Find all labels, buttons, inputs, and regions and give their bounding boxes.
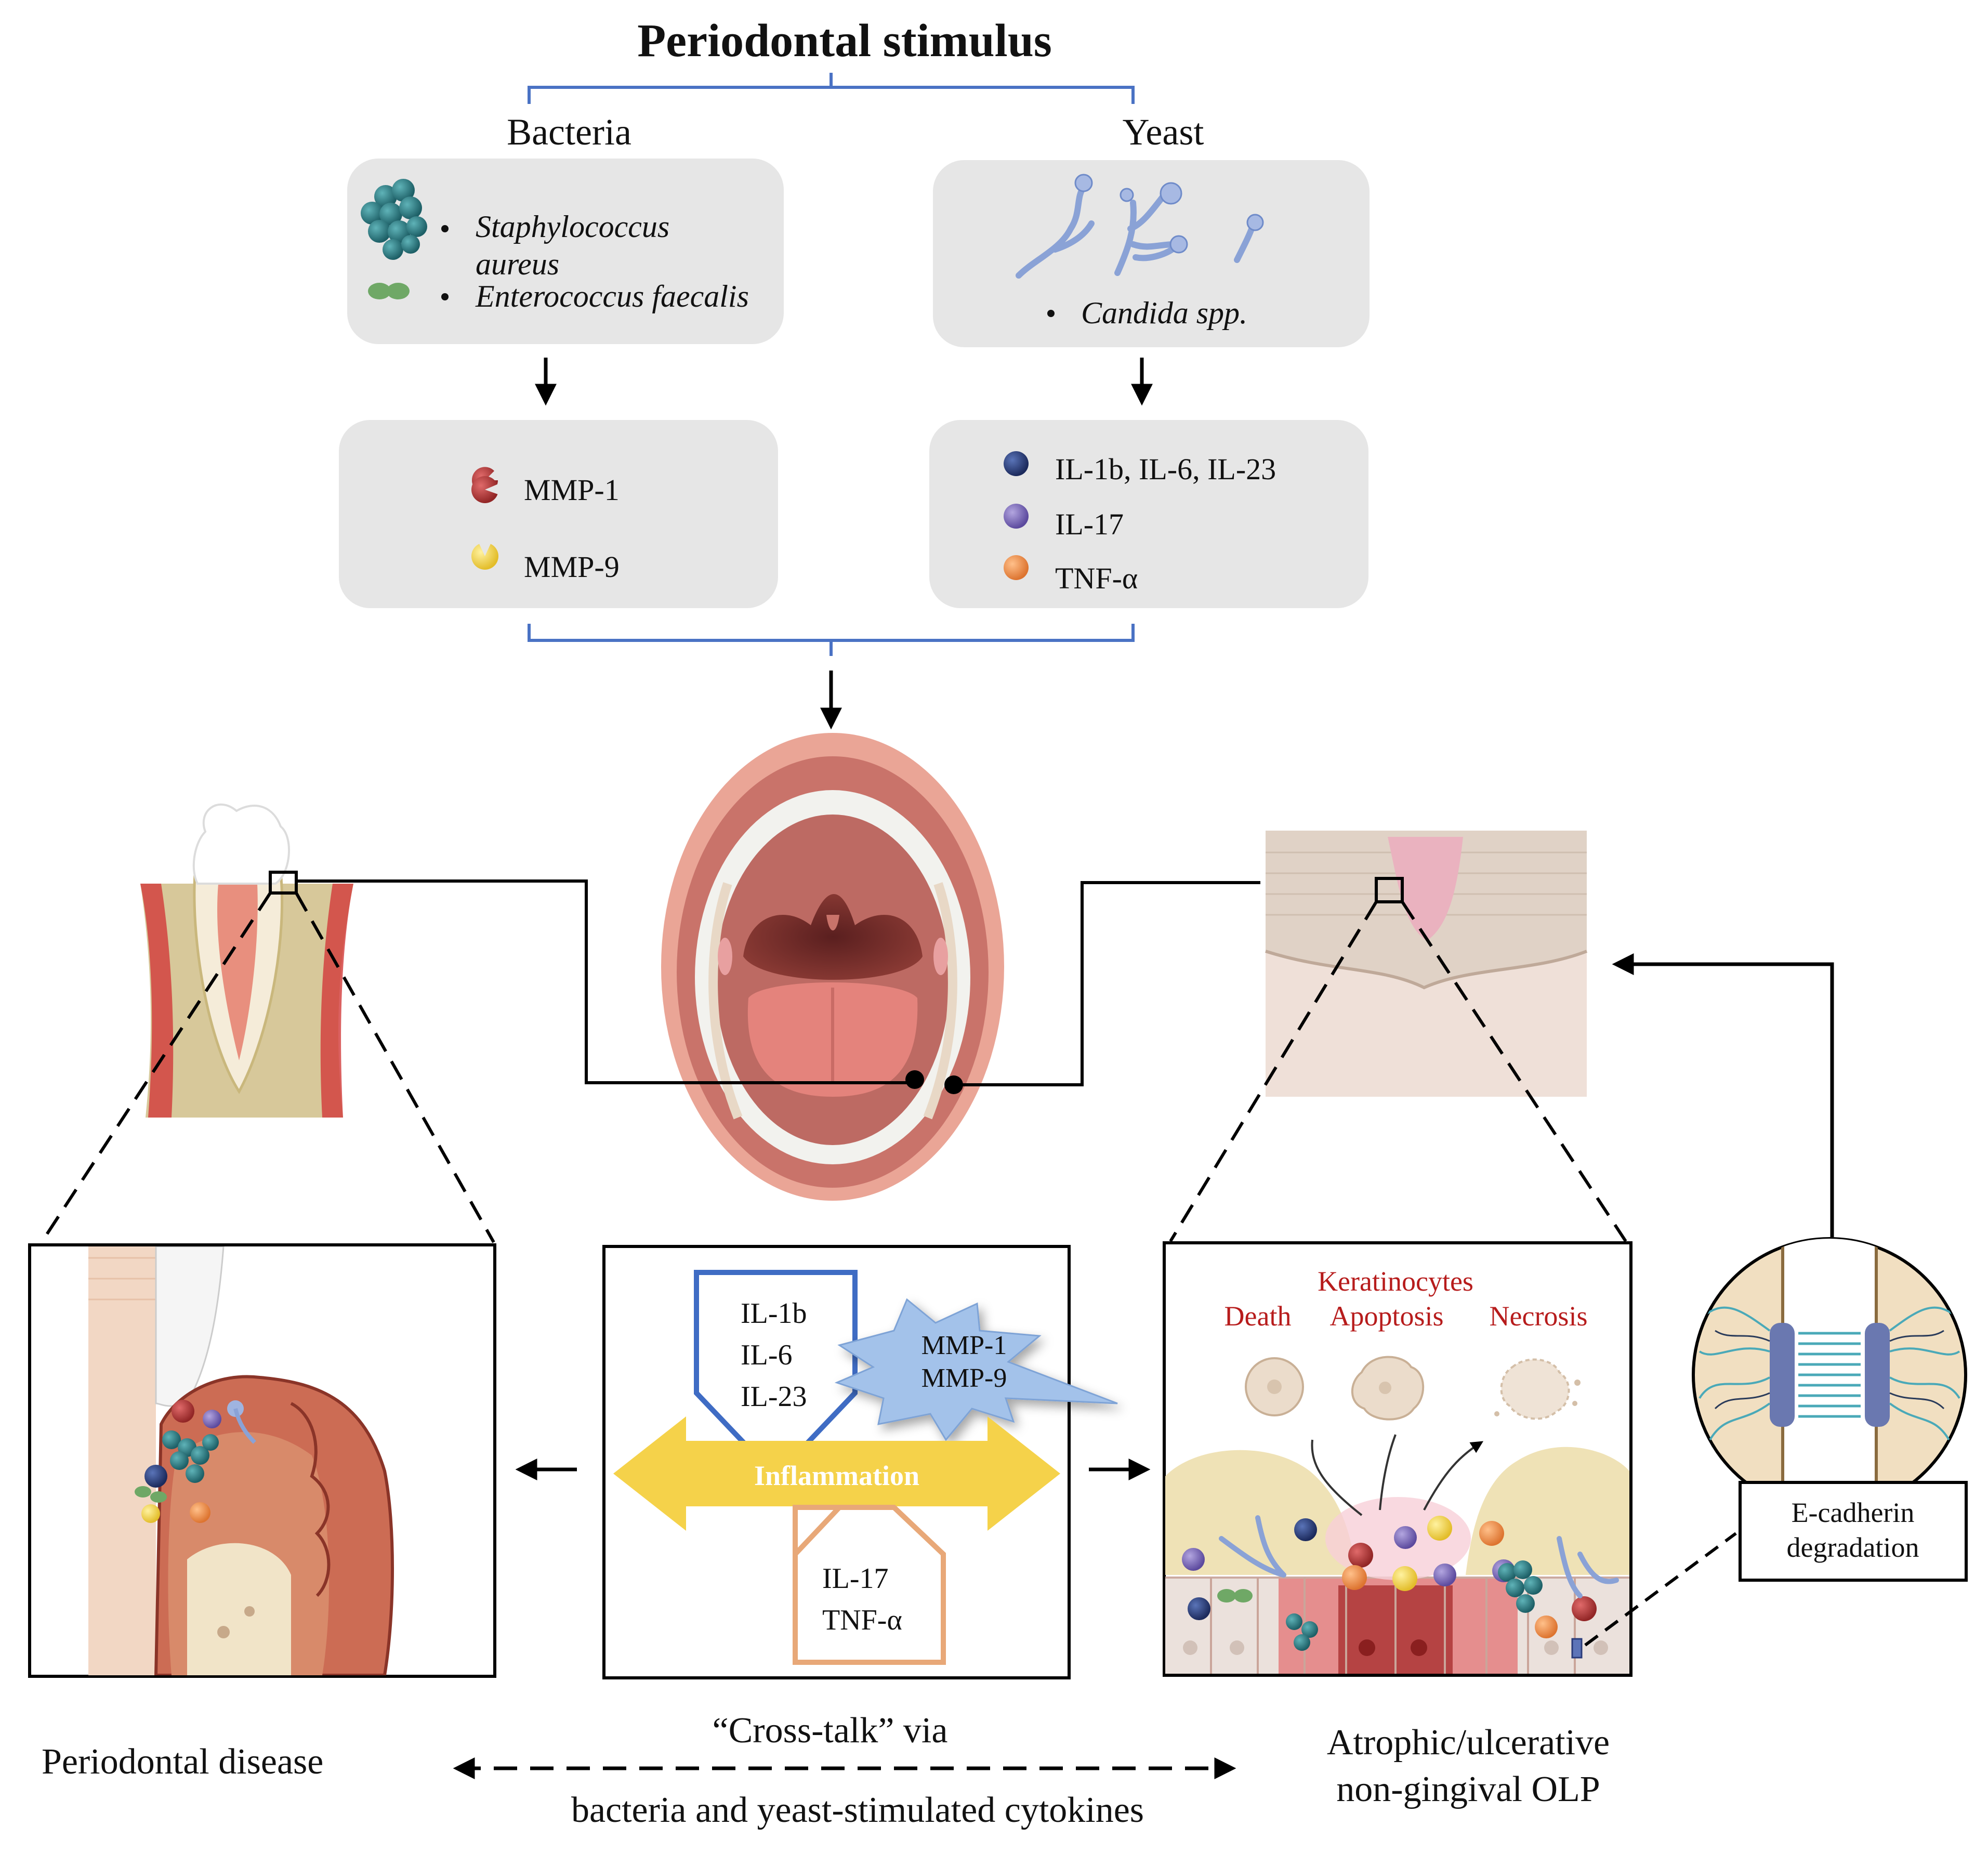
open-mouth-illustration: [661, 733, 1004, 1201]
mmp-burst-shape: [834, 1298, 1118, 1441]
enterococcus-icon: [368, 283, 410, 299]
upper-cytokine-il23: IL-23: [741, 1381, 807, 1413]
mouth-anchor-left: [905, 1070, 924, 1089]
top-bracket: [528, 73, 1135, 104]
keratinocytes-label: Keratinocytes: [1318, 1266, 1473, 1297]
upper-cytokine-il1b: IL-1b: [741, 1297, 807, 1330]
crosstalk-line2: bacteria and yeast-stimulated cytokines: [571, 1790, 1144, 1830]
bacteria-heading: Bacteria: [507, 111, 631, 153]
species-staphylococcus: Staphylococcus: [476, 209, 669, 244]
feedback-arrow-to-mucosa: [1612, 953, 1834, 1237]
junction-marker: [1571, 1638, 1583, 1659]
fate-arrows: [1311, 1435, 1481, 1516]
inflammation-double-arrow: [613, 1416, 1060, 1531]
species-candida: Candida spp.: [1081, 296, 1247, 330]
fate-death: Death: [1225, 1301, 1292, 1332]
olp-label-line2: non-gingival OLP: [1336, 1769, 1600, 1809]
diagram-title: Periodontal stimulus: [637, 15, 1052, 67]
species-enterococcus: Enterococcus faecalis: [475, 279, 749, 313]
mucosa-zoom-dash: [1169, 901, 1627, 1242]
mmp-burst-mmp1: MMP-1: [921, 1331, 1007, 1360]
il1b-icon: [1004, 451, 1029, 476]
cytokine-box: [929, 420, 1368, 608]
candida-spore-icon: [1074, 174, 1264, 254]
periodontal-microbes-cluster: [135, 1400, 256, 1523]
periodontal-closeup-illustration: [88, 1246, 394, 1675]
il1b-il6-il23-label: IL-1b, IL-6, IL-23: [1055, 452, 1276, 486]
mucosa-zoom-marker: [1375, 877, 1404, 903]
species-aureus: aureus: [476, 247, 559, 281]
lower-cytokine-il17: IL-17: [822, 1562, 889, 1595]
fate-necrosis: Necrosis: [1490, 1301, 1588, 1332]
upper-cytokine-il6: IL-6: [741, 1339, 793, 1371]
bullet-icon: [1047, 310, 1055, 317]
e-cadherin-label-box: [1739, 1481, 1968, 1582]
il17-icon: [1004, 504, 1029, 529]
tooth-zoom-marker: [269, 871, 298, 895]
olp-candida-icon: [1219, 1515, 1619, 1598]
mucosa-connector-line: [954, 881, 1260, 1086]
mmp1-label: MMP-1: [524, 473, 620, 507]
e-cadherin-label-line2: degradation: [1787, 1532, 1919, 1563]
il17-label: IL-17: [1055, 507, 1124, 541]
dying-cell-icon: [1245, 1357, 1304, 1416]
e-cadherin-label-line1: E-cadherin: [1792, 1497, 1915, 1528]
lower-cytokine-tnf: TNF-α: [822, 1604, 902, 1636]
periodontal-disease-label: Periodontal disease: [42, 1742, 323, 1782]
yeast-heading: Yeast: [1123, 111, 1204, 153]
mucosa-illustration: [1265, 831, 1588, 1097]
candida-hyphae-icon: [1016, 184, 1256, 279]
tooth-illustration: [140, 803, 353, 1118]
bullet-icon: [441, 225, 449, 232]
mmp9-label: MMP-9: [524, 550, 620, 584]
tooth-connector-line: [297, 879, 915, 1084]
apoptotic-cell-icon: [1351, 1356, 1425, 1421]
e-cadherin-illustration: [1692, 1237, 1967, 1513]
tnf-label: TNF-α: [1055, 561, 1138, 595]
yeast-species-box: [933, 160, 1370, 347]
crosstalk-line1: “Cross-talk” via: [713, 1711, 948, 1751]
fate-apoptosis: Apoptosis: [1329, 1301, 1443, 1332]
mmp-box: [339, 420, 778, 608]
olp-label-line1: Atrophic/ulcerative: [1327, 1723, 1610, 1763]
lower-bracket: [528, 624, 1135, 656]
junction-dash: [1584, 1532, 1737, 1647]
bacteria-species-box: [347, 159, 784, 344]
olp-bacteria-cluster: [1286, 1560, 1543, 1651]
tnf-icon: [1004, 555, 1029, 580]
inflammation-label: Inflammation: [754, 1460, 919, 1491]
staphylococcus-cluster-icon: [361, 179, 427, 260]
tooth-zoom-dash: [40, 892, 495, 1243]
necrotic-cell-icon: [1494, 1358, 1581, 1420]
mmp-burst-mmp9: MMP-9: [921, 1363, 1007, 1393]
bullet-icon: [441, 293, 449, 300]
